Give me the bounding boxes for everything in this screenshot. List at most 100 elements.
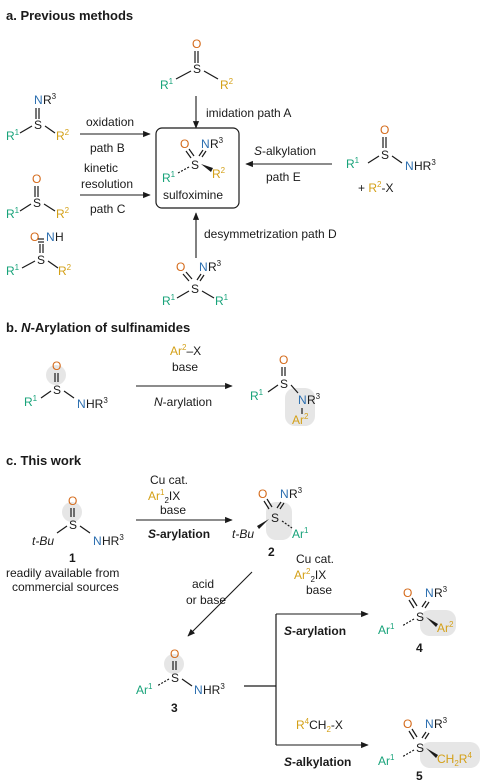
svg-text:Ar1: Ar1 [292, 526, 309, 541]
svg-text:t-Bu: t-Bu [32, 534, 54, 548]
svg-text:O: O [403, 717, 412, 731]
path-c-label-1: kinetic [84, 161, 118, 175]
svg-text:O: O [192, 37, 201, 51]
path-a-label: imidation path A [206, 106, 291, 120]
acid-base-arrow [187, 571, 253, 637]
svg-text:R3: R3 [43, 92, 57, 107]
step1-base: base [160, 503, 186, 517]
svg-text:N: N [425, 717, 434, 731]
svg-text:S: S [271, 511, 279, 525]
svg-text:O: O [380, 123, 389, 137]
svg-text:R2: R2 [58, 263, 72, 278]
sulfoxide-left: O S R1 R2 [6, 172, 70, 221]
step2-reagent: Ar22IX [294, 567, 326, 584]
compound-1-label: 1 [69, 551, 76, 565]
svg-text:N: N [194, 683, 203, 697]
path-b-label-1: oxidation [86, 115, 134, 129]
step2-label: S-arylation [284, 624, 346, 638]
svg-text:N: N [199, 260, 208, 274]
svg-text:R1: R1 [250, 388, 264, 403]
svg-text:R2: R2 [212, 166, 226, 181]
svg-text:O: O [52, 359, 61, 373]
svg-text:S: S [193, 62, 201, 76]
svg-text:S: S [191, 282, 199, 296]
svg-text:N: N [77, 397, 86, 411]
svg-text:N: N [93, 534, 102, 548]
path-c-label-2: resolution [81, 177, 133, 191]
svg-text:N: N [34, 93, 43, 107]
path-e-label-1: S-alkylation [254, 144, 316, 158]
svg-text:N: N [280, 487, 289, 501]
svg-text:R3: R3 [289, 486, 303, 501]
path-d-label: desymmetrization path D [204, 227, 337, 241]
panel-a-title: a. Previous methods [6, 8, 133, 23]
compound-4-label: 4 [416, 641, 423, 655]
panel-b-arrow-label: N-arylation [154, 395, 212, 409]
compound-5-label: 5 [416, 769, 423, 783]
svg-text:S: S [280, 377, 288, 391]
svg-text:R1: R1 [6, 263, 20, 278]
svg-text:R1: R1 [346, 156, 360, 171]
svg-text:R1: R1 [162, 293, 176, 308]
svg-text:O: O [68, 494, 77, 508]
svg-text:H: H [55, 230, 64, 244]
svg-text:O: O [30, 230, 39, 244]
panel-c-title: c. This work [6, 453, 82, 468]
sulfoxide-top: O S R1 R2 [160, 37, 234, 92]
step3-reagent: R4CH2-X [296, 717, 343, 734]
path-e-label-2: path E [266, 170, 301, 184]
sulfoximine-box [155, 127, 240, 209]
svg-text:S: S [37, 253, 45, 267]
svg-text:S: S [381, 148, 389, 162]
svg-text:O: O [170, 647, 179, 661]
or-base-label: or base [186, 593, 226, 607]
svg-text:HR3: HR3 [414, 158, 436, 173]
svg-text:S: S [53, 383, 61, 397]
svg-text:Ar1: Ar1 [378, 622, 395, 637]
step2-cat: Cu cat. [296, 552, 334, 566]
svg-text:O: O [176, 260, 185, 274]
svg-text:O: O [32, 172, 41, 186]
svg-text:R3: R3 [208, 259, 222, 274]
svg-text:Ar1: Ar1 [378, 753, 395, 768]
svg-text:N: N [46, 230, 55, 244]
svg-text:HR3: HR3 [102, 533, 124, 548]
panel-b-base: base [172, 360, 198, 374]
svg-text:N: N [405, 159, 414, 173]
path-c-label-3: path C [90, 202, 126, 216]
step2-base: base [306, 583, 332, 597]
svg-text:S: S [33, 196, 41, 210]
svg-text:R1: R1 [24, 394, 38, 409]
svg-text:R2: R2 [220, 77, 234, 92]
svg-text:R2: R2 [56, 206, 70, 221]
path-b-label-2: path B [90, 141, 125, 155]
step3-label: S-alkylation [284, 755, 351, 769]
svg-text:R2: R2 [56, 128, 70, 143]
svg-text:S: S [69, 518, 77, 532]
svg-text:O: O [258, 487, 267, 501]
svg-text:S: S [191, 158, 199, 172]
panel-b-reagent: Ar2–X [170, 343, 201, 358]
svg-text:S: S [416, 741, 424, 755]
acid-label: acid [192, 577, 214, 591]
svg-text:R3: R3 [210, 136, 224, 151]
svg-text:S: S [416, 610, 424, 624]
svg-text:N: N [425, 586, 434, 600]
step1-label: S-arylation [148, 527, 210, 541]
svg-text:O: O [279, 353, 288, 367]
svg-text:N: N [201, 137, 210, 151]
svg-text:R1: R1 [215, 293, 229, 308]
svg-text:HR3: HR3 [86, 396, 108, 411]
compound-2-label: 2 [268, 545, 275, 559]
svg-text:R1: R1 [6, 206, 20, 221]
